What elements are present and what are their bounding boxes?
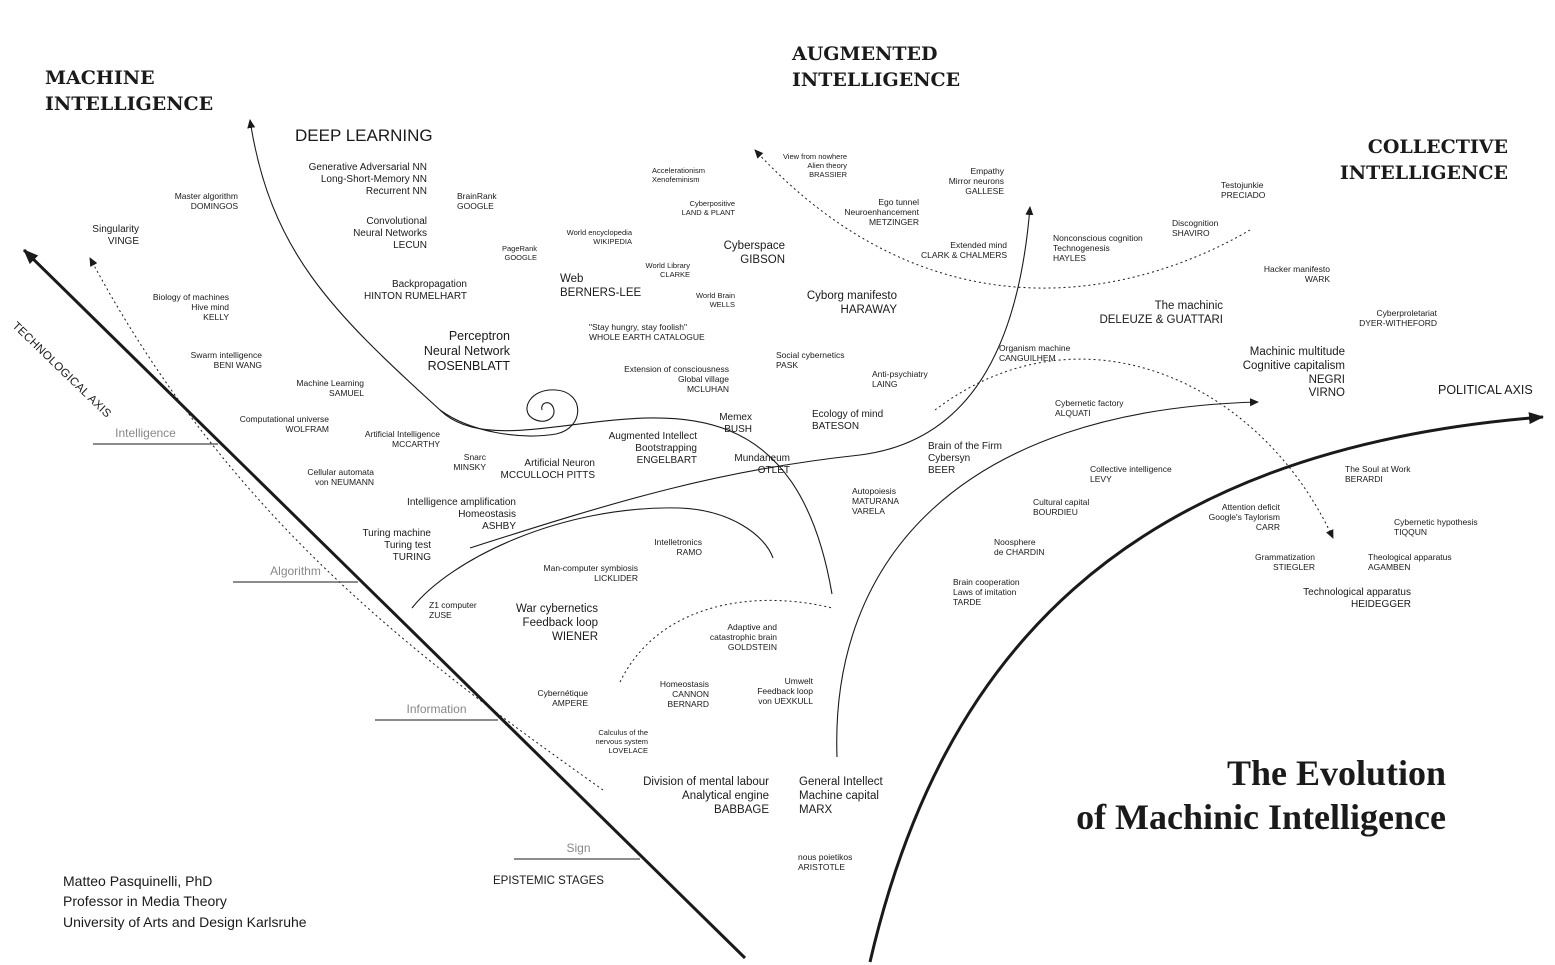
node-master-algorithm: Master algorithm DOMINGOS [174, 191, 238, 212]
node-turing: Turing machine Turing test TURING [362, 528, 431, 563]
dotted-tech-arc [89, 257, 604, 791]
node-cultural-capital: Cultural capital BOURDIEU [1033, 497, 1090, 518]
node-stay-hungry: "Stay hungry, stay foolish" WHOLE EARTH … [589, 322, 705, 343]
node-umwelt: Umwelt Feedback loop von UEXKULL [757, 676, 813, 707]
node-technological-apparatus: Technological apparatus HEIDEGGER [1303, 587, 1411, 610]
node-artificial-intelligence: Artificial Intelligence MCCARTHY [364, 429, 440, 450]
node-general-intellect: General Intellect Machine capital MARX [799, 776, 883, 816]
dotted-right-arc [934, 358, 1334, 539]
node-discognition: Discognition SHAVIRO [1172, 218, 1219, 239]
node-division-of-labour: Division of mental labour Analytical eng… [643, 776, 769, 816]
node-nous-poietikos: nous poietikos ARISTOTLE [798, 852, 853, 873]
node-cyberpositive: Cyberpositive LAND & PLANT [681, 199, 735, 217]
node-artificial-neuron: Artificial Neuron MCCULLOCH PITTS [500, 458, 595, 481]
cybernetics-arc [411, 507, 774, 609]
node-attention-deficit: Attention deficit Google's Taylorism CAR… [1208, 502, 1280, 533]
node-hacker-manifesto: Hacker manifesto WARK [1263, 264, 1330, 285]
node-cyberspace: Cyberspace GIBSON [723, 240, 785, 266]
node-organism-machine: Organism machine CANGUILHEM [999, 343, 1071, 364]
node-mundaneum: Mundaneum OTLET [734, 453, 790, 476]
node-noosphere: Noosphere de CHARDIN [994, 537, 1045, 558]
node-cellular-automata: Cellular automata von NEUMANN [307, 467, 374, 488]
node-singularity: Singularity VINGE [92, 224, 139, 247]
node-adaptive: Adaptive and catastrophic brain GOLDSTEI… [709, 622, 777, 653]
node-swarm: Swarm intelligence BENI WANG [190, 350, 262, 371]
node-cybernetic-factory: Cybernetic factory ALQUATI [1055, 398, 1124, 419]
node-cyborg-manifesto: Cyborg manifesto HARAWAY [806, 290, 897, 316]
node-ego-tunnel: Ego tunnel Neuroenhancement METZINGER [844, 197, 919, 228]
diagram-title: The Evolution of Machinic Intelligence [1076, 753, 1446, 837]
deep-learning-heading: DEEP LEARNING [295, 126, 433, 145]
node-nonconscious-cognition: Nonconscious cognition Technogenesis HAY… [1053, 233, 1143, 264]
node-biology: Biology of machines Hive mind KELLY [152, 292, 229, 323]
node-gan: Generative Adversarial NN Long-Short-Mem… [308, 162, 427, 197]
node-intelletronics: Intelletronics RAMO [654, 537, 702, 558]
node-autopoiesis: Autopoiesis MATURANA VARELA [852, 486, 900, 517]
node-collective-intelligence: Collective intelligence LEVY [1090, 464, 1172, 485]
node-cybernetique: Cybernétique AMPERE [537, 688, 588, 709]
dotted-augmented-arc [754, 149, 1251, 289]
node-extension-of-consciousness: Extension of consciousness Global villag… [624, 364, 729, 395]
node-homeostasis: Homeostasis CANNON BERNARD [659, 679, 709, 710]
political-axis [868, 412, 1544, 963]
node-cyberproletariat: Cyberproletariat DYER-WITHEFORD [1359, 308, 1437, 329]
stage-intelligence: Intelligence [115, 426, 176, 440]
node-z1: Z1 computer ZUSE [429, 600, 477, 621]
node-web: Web BERNERS-LEE [560, 273, 642, 299]
node-soul-at-work: The Soul at Work BERARDI [1345, 464, 1411, 485]
node-backprop: Backpropagation HINTON RUMELHART [364, 279, 467, 302]
node-anti-psychiatry: Anti-psychiatry LAING [872, 369, 928, 390]
node-machinic-multitude: Machinic multitude Cognitive capitalism … [1242, 346, 1345, 400]
stage-sign: Sign [566, 841, 591, 855]
collective-intelligence-heading: COLLECTIVE INTELLIGENCE [1339, 136, 1508, 184]
spiral [439, 389, 579, 437]
node-snarc: Snarc MINSKY [453, 452, 486, 473]
node-world-library: World Library CLARKE [645, 261, 690, 279]
node-brain-of-the-firm: Brain of the Firm Cybersyn BEER [928, 441, 1002, 476]
node-social-cybernetics: Social cybernetics PASK [776, 350, 845, 371]
author-credit: Matteo Pasquinelli, PhD Professor in Med… [63, 873, 307, 930]
node-computational-universe: Computational universe WOLFRAM [239, 414, 329, 435]
node-brainrank: BrainRank GOOGLE [457, 191, 497, 212]
node-world-brain: World Brain WELLS [695, 291, 735, 309]
node-cybernetic-hypothesis: Cybernetic hypothesis TIQQUN [1394, 517, 1478, 538]
node-empathy: Empathy Mirror neurons GALLESE [948, 166, 1004, 197]
node-augmented-intellect: Augmented Intellect Bootstrapping ENGELB… [608, 431, 697, 466]
node-war-cybernetics: War cybernetics Feedback loop WIENER [515, 603, 598, 643]
stage-information: Information [406, 702, 467, 716]
node-pagerank: PageRank GOOGLE [501, 244, 537, 262]
node-extended-mind: Extended mind CLARK & CHALMERS [921, 240, 1007, 261]
political-axis-label: POLITICAL AXIS [1438, 383, 1533, 397]
stage-algorithm: Algorithm [270, 564, 321, 578]
node-grammatization: Grammatization STIEGLER [1255, 552, 1315, 573]
node-machine-learning: Machine Learning SAMUEL [296, 378, 364, 399]
augmented-intelligence-curve [469, 206, 1034, 549]
node-perceptron: Perceptron Neural Network ROSENBLATT [423, 329, 510, 373]
epistemic-stages-label: EPISTEMIC STAGES [493, 875, 604, 887]
machine-intelligence-heading: MACHINE INTELLIGENCE [45, 67, 214, 115]
node-testojunkie: Testojunkie PRECIADO [1221, 180, 1266, 201]
node-calculus: Calculus of the nervous system LOVELACE [595, 728, 648, 755]
node-accelerationism: Accelerationism Xenofeminism [652, 166, 705, 184]
node-view-from-nowhere: View from nowhere Alien theory BRASSIER [782, 152, 847, 179]
collective-intelligence-curve [836, 398, 1259, 758]
machine-intelligence-curve [247, 119, 833, 595]
node-theological-apparatus: Theological apparatus AGAMBEN [1368, 552, 1452, 573]
node-man-computer-symbiosis: Man-computer symbiosis LICKLIDER [543, 563, 638, 584]
node-memex: Memex BUSH [719, 412, 752, 435]
node-world-encyclopedia: World encyclopedia WIKIPEDIA [566, 228, 632, 246]
augmented-intelligence-heading: AUGMENTED INTELLIGENCE [792, 43, 961, 91]
node-convolutional: Convolutional Neural Networks LECUN [353, 216, 427, 251]
technological-axis [22, 248, 747, 960]
node-brain-cooperation: Brain cooperation Laws of imitation TARD… [953, 577, 1020, 608]
node-intelligence-amplification: Intelligence amplification Homeostasis A… [407, 497, 516, 532]
node-the-machinic: The machinic DELEUZE & GUATTARI [1099, 300, 1223, 326]
node-ecology-of-mind: Ecology of mind BATESON [812, 409, 884, 432]
